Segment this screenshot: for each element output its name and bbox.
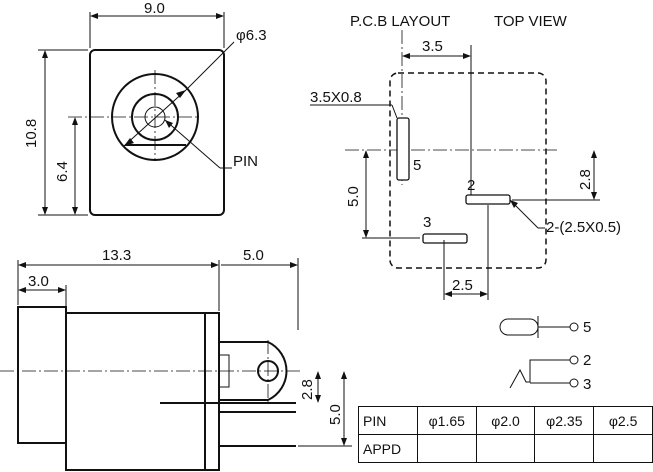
table-cell (534, 434, 595, 463)
table-header-row: PIN φ1.65 φ2.0 φ2.35 φ2.5 (358, 406, 653, 435)
pcb-layout: P.C.B LAYOUT TOP VIEW 3.5 5 3.5X0.8 2 3 … (310, 13, 621, 300)
side-front-dim: 3.0 (28, 273, 49, 290)
schematic-pin2: 2 (583, 352, 591, 369)
side-body (65, 312, 220, 471)
pad-5 (396, 117, 410, 181)
front-width-dim: 9.0 (144, 0, 165, 17)
side-length-dim: 13.3 (102, 247, 131, 264)
table-cell: φ2.0 (475, 406, 536, 435)
side-dim-2-8: 2.8 (299, 379, 316, 400)
table-cell: φ1.65 (416, 406, 477, 435)
front-pin-label: PIN (233, 153, 258, 170)
table-row: APPD (358, 434, 653, 463)
schematic-symbol: 5 2 3 (499, 316, 591, 393)
pcb-dim-5-0: 5.0 (345, 186, 362, 207)
table-row-label: APPD (358, 434, 418, 463)
plug-symbol (499, 318, 539, 336)
schematic-pin3: 3 (583, 376, 591, 393)
pcb-dim-3-5: 3.5 (422, 38, 443, 55)
pcb-dim-2-5: 2.5 (452, 277, 473, 294)
front-view: 9.0 10.8 6.4 φ6.3 PIN (23, 0, 267, 216)
front-center-dim: 6.4 (54, 161, 71, 182)
front-diameter-dim: φ6.3 (236, 27, 267, 44)
switch-contact (509, 359, 570, 389)
pcb-pin3: 3 (423, 214, 431, 231)
pad-2 (465, 194, 511, 205)
pcb-slots-label: 2-(2.5X0.5) (546, 219, 621, 236)
pcb-title: P.C.B LAYOUT (350, 13, 450, 30)
pcb-pin2: 2 (467, 177, 475, 194)
pcb-dim-2-8: 2.8 (577, 169, 594, 190)
pcb-pin5: 5 (413, 157, 421, 174)
pad-3 (422, 233, 468, 244)
table-cell (593, 434, 653, 463)
pcb-outline (389, 72, 547, 269)
front-body (89, 49, 225, 216)
side-tail-dim: 5.0 (243, 247, 264, 264)
schematic-pin5: 5 (583, 319, 591, 336)
table-cell (475, 434, 536, 463)
side-dim-5-0: 5.0 (327, 404, 344, 425)
table-cell (416, 434, 477, 463)
side-view: 13.3 5.0 3.0 2.8 5.0 (0, 247, 352, 471)
pcb-view-label: TOP VIEW (494, 13, 568, 30)
pcb-slot-label: 3.5X0.8 (310, 89, 362, 106)
table-cell: PIN (358, 406, 418, 435)
table-cell: φ2.5 (593, 406, 653, 435)
front-height-dim: 10.8 (23, 119, 40, 148)
side-front-flange (17, 306, 67, 444)
appd-table: PIN φ1.65 φ2.0 φ2.35 φ2.5 APPD (358, 406, 653, 463)
table-cell: φ2.35 (534, 406, 595, 435)
